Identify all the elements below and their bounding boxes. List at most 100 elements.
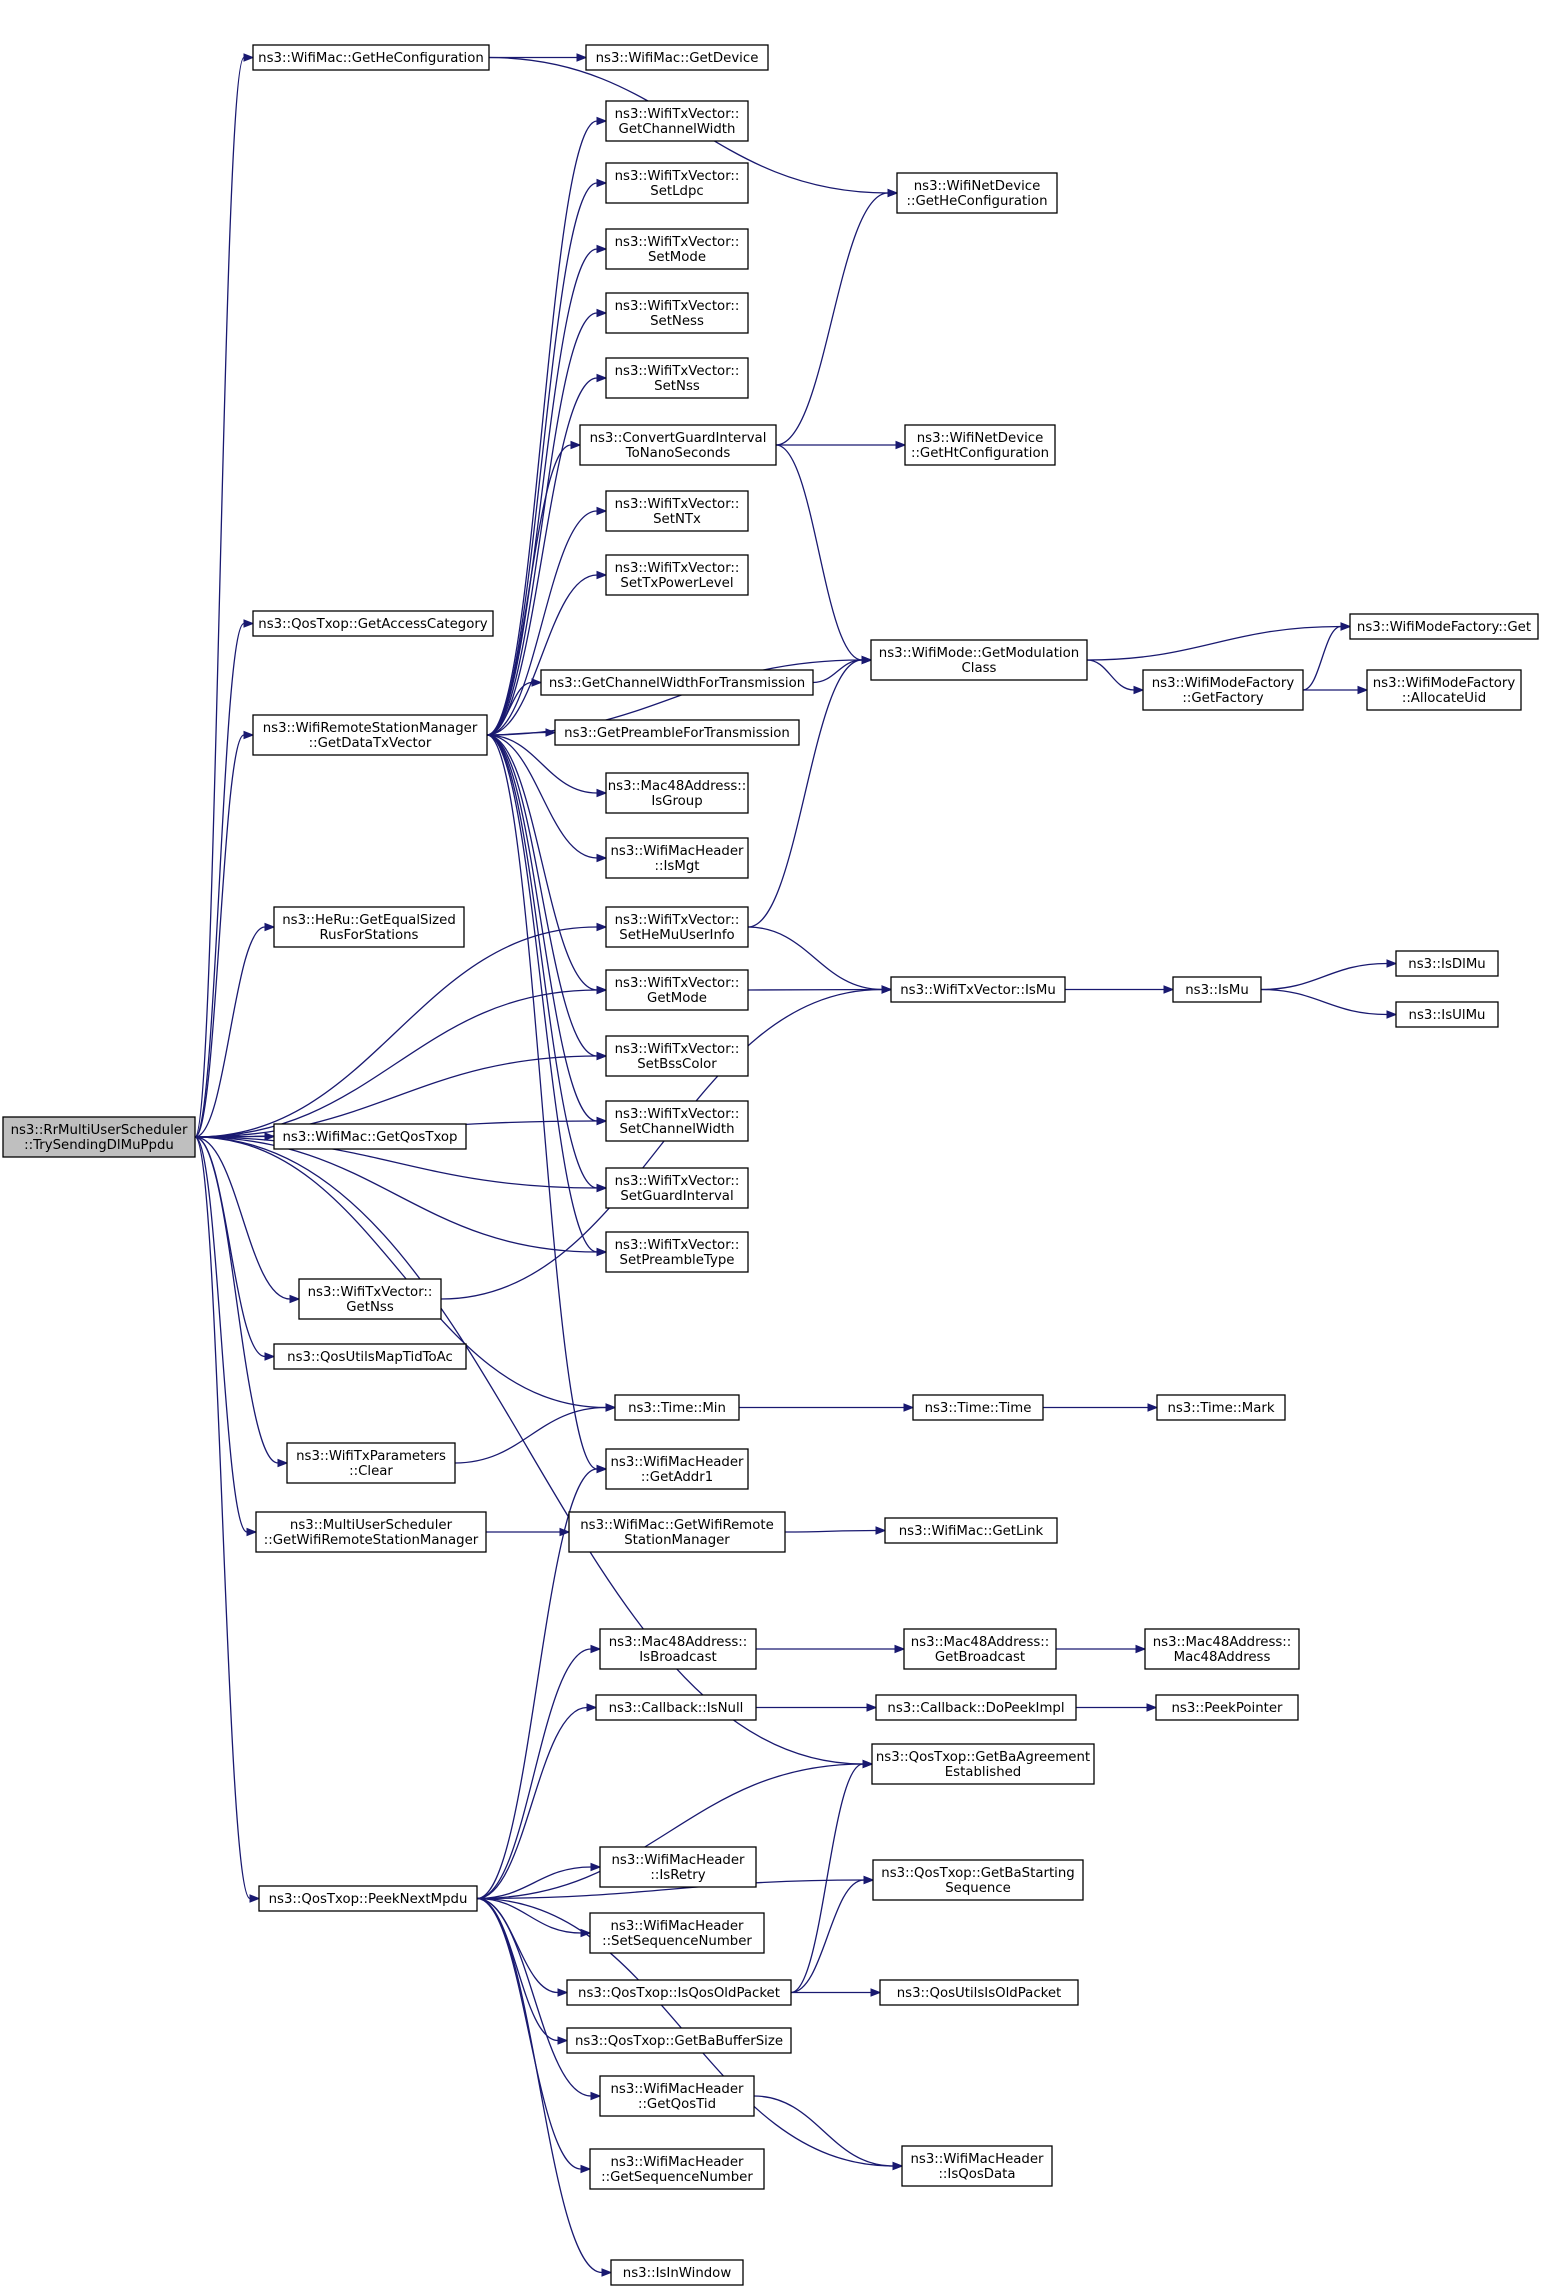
node-label-line: SetNss: [654, 379, 700, 394]
node-txClear[interactable]: ns3::WifiTxParameters::Clear: [286, 1442, 456, 1484]
edge-setHeMu-to-isMuV: [747, 926, 883, 991]
node-peekPtr[interactable]: ns3::PeekPointer: [1155, 1694, 1299, 1721]
node-inWindow[interactable]: ns3::IsInWindow: [610, 2259, 744, 2286]
arrowhead-getDataTx-to-isMgt: [596, 853, 608, 863]
node-setBss[interactable]: ns3::WifiTxVector::SetBssColor: [605, 1035, 749, 1077]
node-timeMin[interactable]: ns3::Time::Min: [614, 1394, 740, 1421]
node-setChW[interactable]: ns3::WifiTxVector::SetChannelWidth: [605, 1100, 749, 1142]
node-isBcast[interactable]: ns3::Mac48Address::IsBroadcast: [599, 1628, 757, 1670]
node-label-line: ns3::QosTxop::GetBaBufferSize: [575, 2034, 783, 2049]
node-label-line: ToNanoSeconds: [625, 446, 731, 461]
node-allocUid[interactable]: ns3::WifiModeFactory::AllocateUid: [1366, 669, 1522, 711]
arrowhead-isOld-to-baEst: [862, 1759, 874, 1769]
node-isQosData[interactable]: ns3::WifiMacHeader::IsQosData: [901, 2145, 1053, 2187]
node-root[interactable]: ns3::RrMultiUserScheduler::TrySendingDlM…: [2, 1116, 196, 1158]
node-getMode[interactable]: ns3::WifiTxVector::GetMode: [605, 969, 749, 1011]
arrowhead-isMu-to-isUlMu: [1386, 1010, 1398, 1019]
arrowhead-peekNext-to-baBuf: [557, 2036, 569, 2045]
arrowhead-getDataTx-to-isGroup: [596, 788, 608, 798]
node-muGetRsm[interactable]: ns3::MultiUserScheduler::GetWifiRemoteSt…: [255, 1511, 487, 1553]
node-isGroup[interactable]: ns3::Mac48Address::IsGroup: [605, 772, 749, 814]
node-box: [273, 906, 465, 948]
node-mapTid[interactable]: ns3::QosUtilsMapTidToAc: [273, 1343, 467, 1370]
node-label-line: SetTxPowerLevel: [620, 576, 733, 591]
node-getLink[interactable]: ns3::WifiMac::GetLink: [884, 1517, 1058, 1544]
node-label-line: ns3::WifiModeFactory: [1373, 676, 1516, 691]
node-getAccCat[interactable]: ns3::QosTxop::GetAccessCategory: [252, 610, 494, 637]
node-setHeMu[interactable]: ns3::WifiTxVector::SetHeMuUserInfo: [605, 906, 749, 948]
node-setPre[interactable]: ns3::WifiTxVector::SetPreambleType: [605, 1231, 749, 1273]
node-setLdpc[interactable]: ns3::WifiTxVector::SetLdpc: [605, 162, 749, 204]
edge-peekNext-to-getTid: [476, 1897, 592, 2097]
node-isRetry[interactable]: ns3::WifiMacHeader::IsRetry: [599, 1846, 757, 1888]
node-label-line: ns3::WifiMacHeader: [610, 2155, 744, 2170]
node-setGI[interactable]: ns3::WifiTxVector::SetGuardInterval: [605, 1167, 749, 1209]
node-box: [255, 1511, 487, 1553]
node-setNTx[interactable]: ns3::WifiTxVector::SetNTx: [605, 490, 749, 532]
node-box: [884, 1517, 1058, 1544]
node-isMgt[interactable]: ns3::WifiMacHeader::IsMgt: [605, 837, 749, 879]
node-setNess[interactable]: ns3::WifiTxVector::SetNess: [605, 292, 749, 334]
node-isDlMu[interactable]: ns3::IsDlMu: [1395, 950, 1499, 977]
node-getAddr1[interactable]: ns3::WifiMacHeader::GetAddr1: [605, 1448, 749, 1490]
node-isMu[interactable]: ns3::IsMu: [1172, 976, 1262, 1003]
node-timeMark[interactable]: ns3::Time::Mark: [1156, 1394, 1286, 1421]
node-getFactory[interactable]: ns3::WifiModeFactory::GetFactory: [1142, 669, 1304, 711]
node-getChW[interactable]: ns3::WifiTxVector::GetChannelWidth: [605, 100, 749, 142]
node-setNss[interactable]: ns3::WifiTxVector::SetNss: [605, 357, 749, 399]
edge-getTid-to-isQosData: [753, 2095, 894, 2167]
node-netDevHt[interactable]: ns3::WifiNetDevice::GetHtConfiguration: [904, 424, 1056, 466]
node-cbIsNull[interactable]: ns3::Callback::IsNull: [595, 1694, 757, 1721]
node-getSeq[interactable]: ns3::WifiMacHeader::GetSequenceNumber: [589, 2148, 765, 2190]
edge-getDataTx-to-setNTx: [486, 510, 598, 736]
node-isMuV[interactable]: ns3::WifiTxVector::IsMu: [890, 976, 1066, 1003]
node-getNss[interactable]: ns3::WifiTxVector::GetNss: [298, 1278, 442, 1320]
node-box: [595, 1694, 757, 1721]
node-setSeq[interactable]: ns3::WifiMacHeader::SetSequenceNumber: [589, 1912, 765, 1954]
node-qosOld[interactable]: ns3::QosUtilsIsOldPacket: [879, 1979, 1079, 2006]
node-box: [605, 969, 749, 1011]
node-box: [1142, 669, 1304, 711]
node-cbPeek[interactable]: ns3::Callback::DoPeekImpl: [875, 1694, 1077, 1721]
node-box: [589, 1912, 765, 1954]
node-getBcast[interactable]: ns3::Mac48Address::GetBroadcast: [903, 1628, 1057, 1670]
node-getPreTx[interactable]: ns3::GetPreambleForTransmission: [554, 719, 800, 746]
node-label-line: ns3::WifiModeFactory: [1152, 676, 1295, 691]
node-box: [605, 1231, 749, 1273]
node-timeTime[interactable]: ns3::Time::Time: [912, 1394, 1044, 1421]
arrowhead-cbIsNull-to-cbPeek: [866, 1703, 878, 1712]
node-label-line: ns3::QosTxop::PeekNextMpdu: [269, 1892, 468, 1907]
node-getDevice[interactable]: ns3::WifiMac::GetDevice: [585, 44, 769, 71]
edge-getDataTx-to-setTxPow: [486, 574, 598, 736]
node-getChWTx[interactable]: ns3::GetChannelWidthForTransmission: [540, 669, 814, 696]
node-mac48[interactable]: ns3::Mac48Address::Mac48Address: [1144, 1628, 1300, 1670]
node-macGetRsm[interactable]: ns3::WifiMac::GetWifiRemoteStationManage…: [568, 1511, 786, 1553]
node-netDevHe[interactable]: ns3::WifiNetDevice::GetHeConfiguration: [896, 172, 1058, 214]
node-getQosTxop[interactable]: ns3::WifiMac::GetQosTxop: [273, 1123, 467, 1150]
node-getHeConf[interactable]: ns3::WifiMac::GetHeConfiguration: [252, 44, 490, 71]
node-baBuf[interactable]: ns3::QosTxop::GetBaBufferSize: [566, 2027, 792, 2054]
node-factGet[interactable]: ns3::WifiModeFactory::Get: [1349, 613, 1539, 640]
node-getTid[interactable]: ns3::WifiMacHeader::GetQosTid: [599, 2075, 755, 2117]
node-label-line: ns3::Callback::IsNull: [609, 1701, 744, 1716]
node-box: [568, 1511, 786, 1553]
node-setMode[interactable]: ns3::WifiTxVector::SetMode: [605, 228, 749, 270]
arrowhead-peekNext-to-getTid: [590, 2091, 602, 2101]
node-label-line: ns3::GetChannelWidthForTransmission: [549, 676, 805, 691]
node-box: [566, 1979, 792, 2006]
node-isUlMu[interactable]: ns3::IsUlMu: [1395, 1001, 1499, 1028]
node-label-line: ns3::MultiUserScheduler: [290, 1518, 453, 1533]
node-label-line: ::TrySendingDlMuPpdu: [24, 1138, 174, 1153]
edge-root-to-getDataTx: [194, 734, 245, 1138]
arrowhead-cbPeek-to-peekPtr: [1146, 1703, 1158, 1712]
node-setTxPow[interactable]: ns3::WifiTxVector::SetTxPowerLevel: [605, 554, 749, 596]
edge-getMode-to-isMuV: [747, 988, 883, 991]
node-getDataTx[interactable]: ns3::WifiRemoteStationManager::GetDataTx…: [252, 714, 488, 756]
node-peekNext[interactable]: ns3::QosTxop::PeekNextMpdu: [258, 1885, 478, 1912]
node-isOld[interactable]: ns3::QosTxop::IsQosOldPacket: [566, 1979, 792, 2006]
